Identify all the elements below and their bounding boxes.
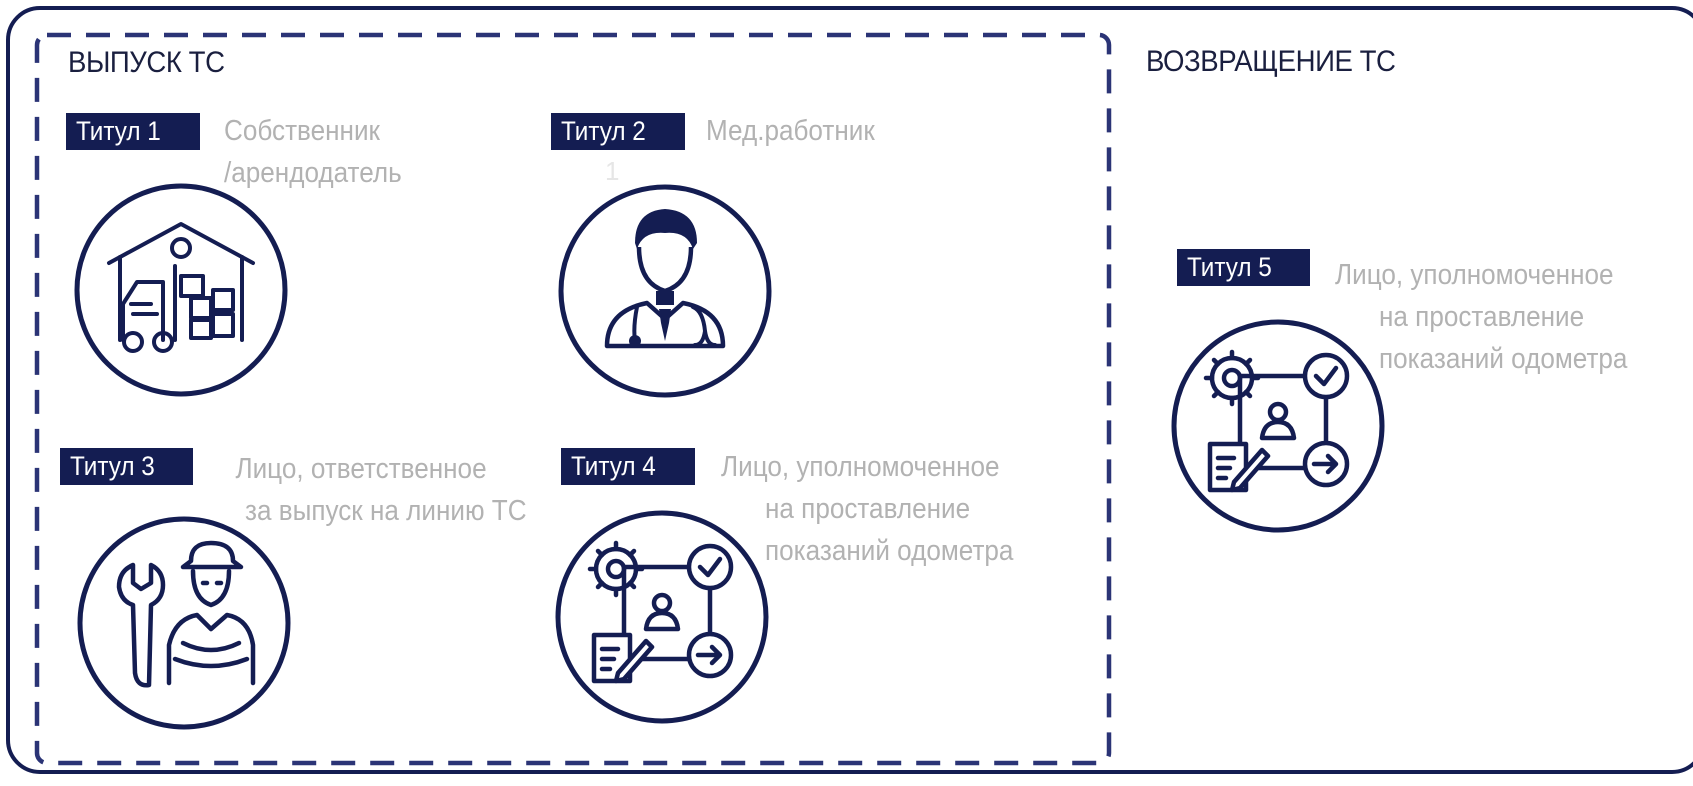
titul-2-role-line-1: Мед.работник [706,115,875,147]
titul-1-role-line-2: /арендодатель [224,157,402,189]
titul-4-badge: Титул 4 [561,448,695,485]
odometer-workflow-icon [1171,319,1385,533]
titul-4-role-line-2: на проставление [765,493,971,525]
titul-1-role-line-1: Собственник [224,115,380,147]
titul-4-role-line-1: Лицо, уполномоченное [721,451,1000,483]
titul-2-role: Мед.работник [706,110,894,152]
return-section-title: ВОЗВРАЩЕНИЕ ТС [1146,45,1396,78]
titul-3-role: Лицо, ответственное за выпуск на линию Т… [200,448,558,532]
titul-3-badge: Титул 3 [60,448,193,485]
doctor-icon [558,184,772,398]
titul-5-role-line-1: Лицо, уполномоченное [1335,259,1614,291]
titul-1-badge: Титул 1 [66,113,200,150]
titul-5-role-line-2: на проставление [1379,301,1585,333]
titul-4-role-line-3: показаний одометра [765,535,1014,567]
titul-5-role: Лицо, уполномоченное на проставление пок… [1335,254,1655,380]
titul-4-role: Лицо, уполномоченное на проставление пок… [721,446,1041,572]
titul-2-stray-number: 1 [605,156,620,186]
odometer-workflow-icon [555,510,769,724]
titul-1-role: Собственник /арендодатель [224,110,421,194]
warehouse-forklift-icon [74,183,288,397]
outer-frame [6,6,1693,774]
titul-3-role-line-1: Лицо, ответственное [235,453,487,485]
mechanic-icon [77,516,291,730]
titul-2-badge: Титул 2 [551,113,685,150]
release-section-title: ВЫПУСК ТС [68,46,225,79]
titul-5-role-line-3: показаний одометра [1379,343,1628,375]
titul-3-role-line-2: за выпуск на линию ТС [245,495,527,527]
titul-5-badge: Титул 5 [1177,249,1310,286]
